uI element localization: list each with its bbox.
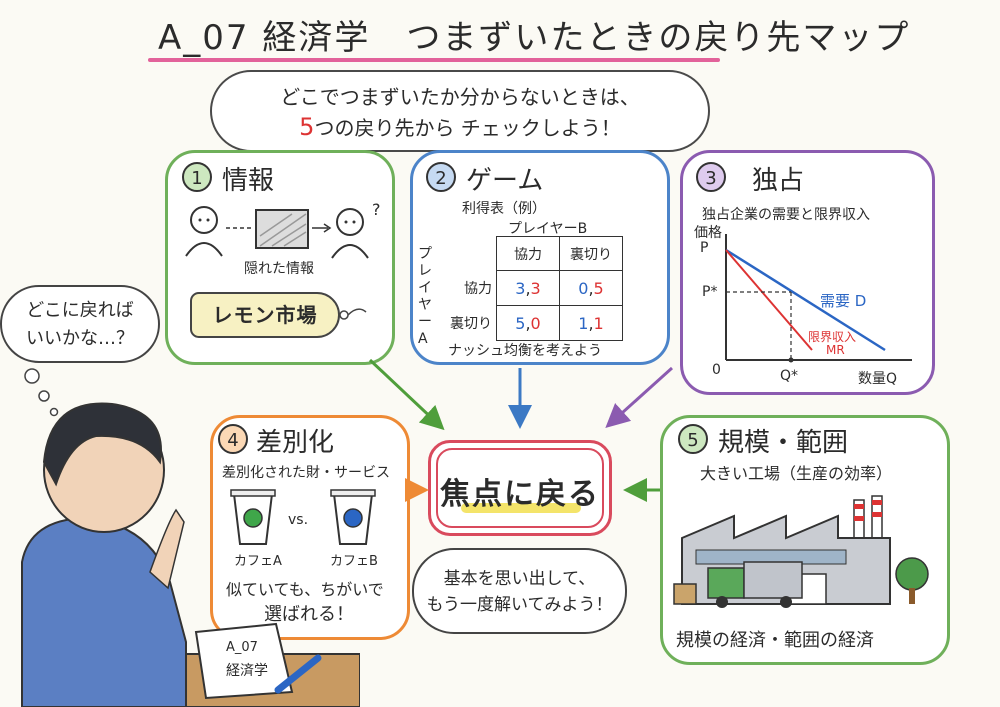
tag-string-icon [339, 308, 367, 320]
page-title: A_07 経済学 つまずいたときの戻り先マップ [158, 18, 911, 58]
hidden-info-caption: 隠れた情報 [244, 261, 314, 277]
differentiation-footer-2: 選ばれる！ [264, 604, 354, 625]
player-a-label: プレイヤーA [418, 246, 432, 347]
payoff-row-label: 協力 [464, 281, 492, 297]
cafe-b-label: カフェB [330, 554, 378, 569]
p-star-label: P* [702, 284, 718, 300]
center-refocus-box: 焦点に戻る [428, 440, 612, 536]
person-left-icon [185, 206, 223, 257]
nash-caption: ナッシュ均衡を考えよう [448, 343, 602, 359]
intro-number: 5 [299, 113, 315, 141]
demand-label: 需要 D [820, 292, 867, 310]
panel-1-badge: 1 [182, 162, 212, 192]
payoff-cell: 5,0 [496, 305, 560, 341]
notebook-icon [194, 622, 294, 700]
thought-line-1: どこに戻れば [26, 300, 134, 321]
encourage-line-1: 基本を思い出して、 [443, 569, 596, 589]
intro-line-2-text: つの戻り先から チェックしよう！ [314, 116, 621, 140]
factory-subtitle: 大きい工場（生産の効率） [700, 464, 893, 483]
origin-label: 0 [712, 362, 721, 378]
thought-dots [24, 368, 59, 417]
panel-monopoly [680, 150, 935, 395]
payoff-subtitle: 利得表（例） [462, 201, 546, 217]
notebook-label-2: 経済学 [226, 663, 268, 679]
cup-b-icon [330, 489, 376, 545]
tree-icon [895, 557, 929, 604]
factory-illustration [673, 495, 929, 608]
hidden-box-icon [255, 209, 309, 249]
intro-line-2: 5つの戻り先から チェックしよう！ [212, 112, 708, 143]
mr-curve [725, 249, 813, 351]
payoff-table: 協力 裏切り 協力 3,3 0,5 裏切り 5,0 1,1 [434, 236, 623, 341]
intro-cloud: どこでつまずいたか分からないときは、 5つの戻り先から チェックしよう！ [210, 70, 710, 152]
payoff-col-header: 裏切り [559, 236, 623, 271]
versus-label: vs. [288, 512, 309, 528]
demand-curve [725, 248, 886, 352]
monopoly-graph [725, 234, 912, 363]
panel-4-badge: 4 [218, 424, 248, 454]
scale-scope-caption: 規模の経済・範囲の経済 [676, 630, 874, 651]
mr-label-1: 限界収入 [808, 330, 857, 344]
arrow-from-panel-3 [605, 366, 674, 429]
encourage-bubble: 基本を思い出して、 もう一度解いてみよう！ [412, 548, 627, 634]
title-underline [148, 58, 720, 62]
mr-label-2: MR [826, 343, 845, 357]
differentiation-footer-1: 似ていても、ちがいで [226, 580, 384, 599]
x-axis-label: 数量Q [858, 371, 898, 387]
differentiation-subtitle: 差別化された財・サービス [222, 465, 390, 481]
payoff-col-header: 協力 [496, 236, 560, 271]
y-axis-label-2: P [700, 240, 709, 256]
lemon-market-tag: レモン市場 [190, 292, 340, 338]
arrow-from-panel-1 [368, 358, 445, 431]
hidden-info-illustration [185, 206, 369, 259]
panel-5-badge: 5 [678, 424, 708, 454]
person-right-icon [331, 208, 369, 259]
cafe-cups-illustration [230, 489, 376, 545]
encourage-line-2: もう一度解いてみよう！ [426, 595, 613, 615]
cafe-a-label: カフェA [234, 554, 282, 569]
panel-5-title: 規模・範囲 [718, 428, 849, 458]
payoff-row-label: 裏切り [450, 316, 492, 332]
cup-a-icon [230, 489, 276, 545]
panel-2-title: ゲーム [466, 166, 544, 196]
panel-3-title: 独占 [752, 166, 805, 196]
panel-4-title: 差別化 [256, 428, 335, 458]
panel-3-badge: 3 [696, 162, 726, 192]
question-mark: ? [372, 200, 381, 219]
panel-2-badge: 2 [426, 162, 456, 192]
thought-cloud: どこに戻れば いいかな…？ [0, 285, 160, 363]
highlight-stroke [461, 503, 581, 513]
pen-icon [274, 654, 322, 694]
center-label: 焦点に戻る [440, 477, 600, 512]
monopoly-subtitle: 独占企業の需要と限界収入 [702, 207, 870, 223]
player-b-label: プレイヤーB [508, 221, 588, 237]
thought-line-2: いいかな…？ [26, 328, 134, 349]
student-illustration [21, 402, 360, 707]
y-axis-label-1: 価格 [694, 225, 722, 241]
payoff-cell: 1,1 [559, 305, 623, 341]
truck-icon [673, 561, 803, 608]
panel-1-title: 情報 [222, 166, 275, 196]
q-star-label: Q* [780, 368, 799, 384]
notebook-label-1: A_07 [226, 640, 258, 655]
student-icon [21, 402, 187, 707]
intro-line-1: どこでつまずいたか分からないときは、 [280, 85, 640, 109]
